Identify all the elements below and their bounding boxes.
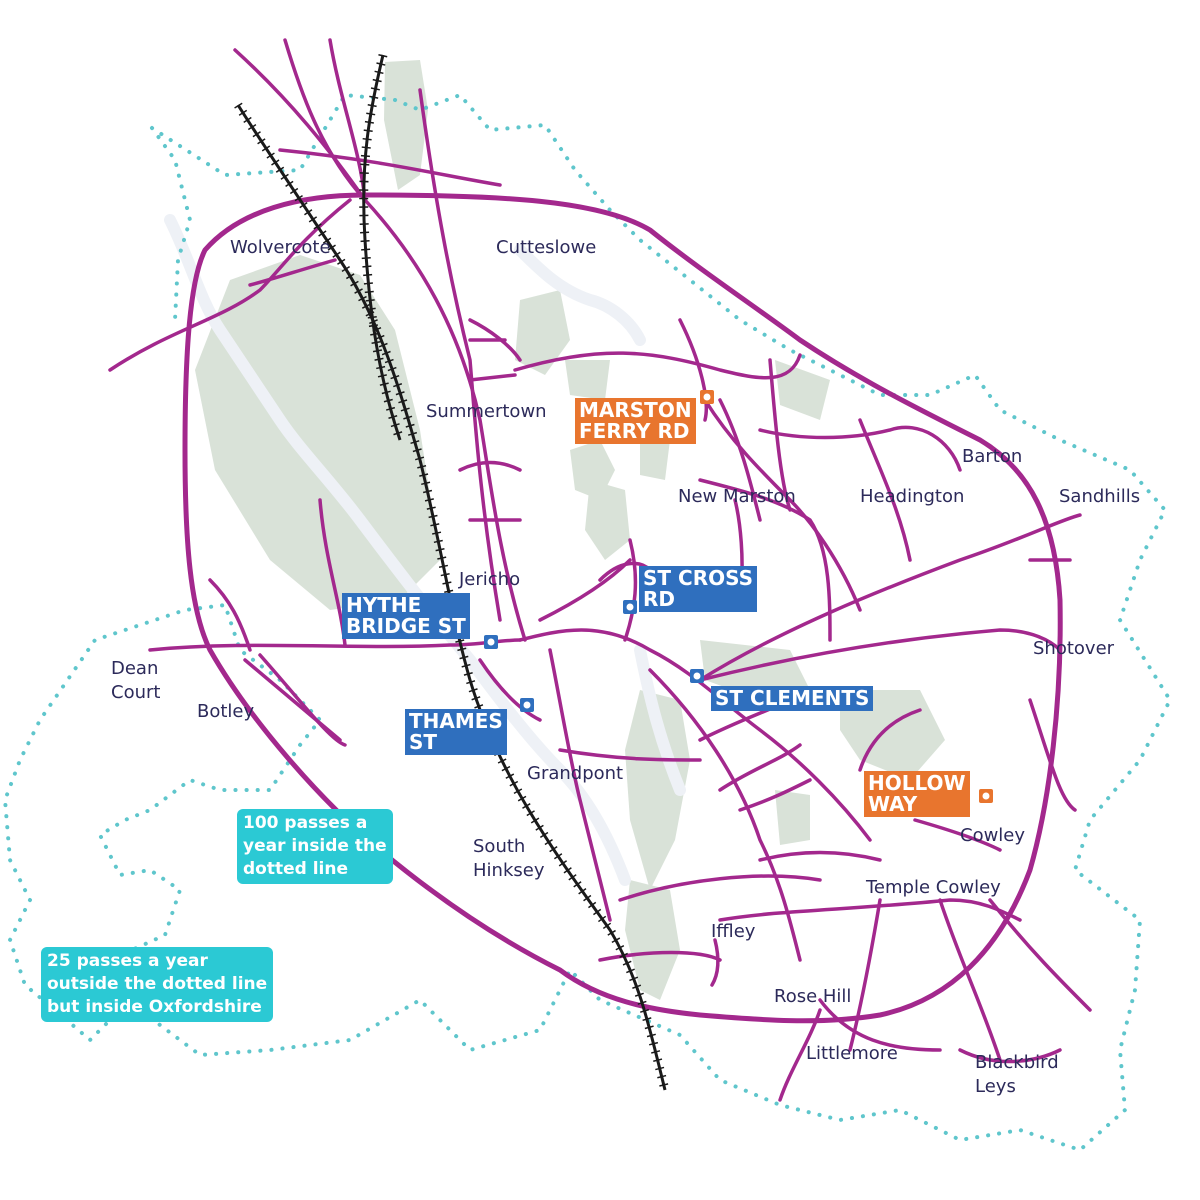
marker-marston-ferry-rd-dot — [703, 393, 711, 401]
green-space-6 — [585, 480, 630, 560]
filter-label-hythe-bridge-st: HYTHE BRIDGE ST — [342, 593, 470, 639]
place-label-headington: Headington — [860, 486, 965, 507]
road-19 — [518, 628, 872, 842]
road-39 — [938, 898, 1002, 1062]
road-33 — [718, 743, 802, 792]
place-label-rose-hill: Rose Hill — [774, 986, 852, 1007]
road-48 — [1028, 698, 1077, 812]
road-40 — [848, 898, 882, 1052]
road-38 — [718, 898, 1022, 922]
green-space-12 — [775, 790, 810, 845]
road-24 — [208, 578, 252, 652]
place-label-cowley: Cowley — [960, 825, 1026, 846]
green-spaces — [195, 60, 945, 1000]
road-35 — [758, 850, 882, 862]
ring-road — [182, 192, 1063, 1024]
road-45 — [598, 950, 722, 962]
rail-track-2 — [362, 54, 402, 441]
road-1 — [283, 38, 367, 202]
road-26 — [258, 653, 347, 747]
river-1 — [164, 214, 631, 886]
river-2 — [514, 244, 646, 346]
road-22 — [648, 668, 802, 962]
road-14 — [678, 318, 709, 422]
green-space-3 — [515, 290, 570, 375]
filter-label-thames-st: THAMES ST — [405, 709, 507, 755]
road-53 — [623, 538, 638, 642]
place-label-barton: Barton — [962, 446, 1023, 467]
road-13 — [718, 398, 762, 522]
roads — [108, 38, 1092, 1102]
place-label-temple-cowley: Temple Cowley — [866, 877, 1001, 898]
filter-label-hollow-way: HOLLOW WAY — [864, 771, 970, 817]
green-space-9 — [700, 640, 810, 700]
place-label-botley: Botley — [197, 701, 255, 722]
place-label-sandhills: Sandhills — [1059, 486, 1141, 507]
filter-label-marston-ferry-rd: MARSTON FERRY RD — [575, 398, 696, 444]
place-label-cutteslowe: Cutteslowe — [496, 237, 597, 258]
place-label-dean-court: Dean Court — [111, 658, 161, 703]
road-31 — [538, 558, 632, 622]
road-50 — [913, 818, 1002, 852]
green-space-11 — [625, 690, 690, 890]
road-16 — [758, 425, 962, 472]
road-46 — [710, 938, 720, 987]
marker-st-clements-dot — [693, 672, 701, 680]
road-44 — [988, 898, 1092, 1012]
road-9 — [468, 318, 522, 362]
road-7 — [108, 198, 352, 372]
marker-hythe-bridge-st-dot — [487, 638, 495, 646]
road-10 — [468, 338, 517, 382]
dotted-boundary-line — [2, 92, 1173, 1153]
place-label-summertown: Summertown — [426, 401, 547, 422]
filter-label-st-clements: ST CLEMENTS — [711, 686, 874, 711]
road-2 — [233, 48, 367, 202]
road-11 — [513, 351, 802, 380]
road-42 — [818, 998, 942, 1052]
green-space-8 — [775, 360, 830, 420]
filter-label-st-cross-rd: ST CROSS RD — [639, 566, 757, 612]
rivers — [164, 214, 686, 886]
filter-markers — [484, 390, 993, 803]
green-space-1 — [384, 60, 428, 190]
green-space-2 — [195, 255, 440, 610]
river-3 — [634, 644, 686, 796]
callout-outside-dotted-line: 25 passes a year outside the dotted line… — [41, 947, 274, 1022]
callout-inside-dotted-line: 100 passes a year inside the dotted line — [237, 809, 393, 884]
place-label-new-marston: New Marston — [678, 486, 796, 507]
road-34 — [738, 778, 812, 812]
place-label-south-hinksey: South Hinksey — [473, 836, 545, 881]
marker-st-cross-rd-dot — [626, 603, 634, 611]
road-36 — [558, 748, 702, 762]
marker-thames-st-dot — [523, 701, 531, 709]
road-21 — [698, 628, 1062, 682]
marker-hollow-way-dot — [982, 792, 990, 800]
road-5 — [363, 198, 527, 642]
road-17 — [858, 418, 912, 562]
road-18 — [698, 478, 832, 642]
green-space-7 — [640, 440, 670, 480]
road-4 — [278, 148, 502, 187]
road-12 — [703, 398, 862, 612]
road-51 — [458, 460, 522, 472]
green-space-4 — [565, 360, 610, 400]
road-28 — [478, 658, 542, 722]
place-label-shotover: Shotover — [1033, 638, 1115, 659]
place-label-wolvercote: Wolvercote — [230, 237, 331, 258]
place-label-grandpont: Grandpont — [527, 763, 624, 784]
road-29 — [548, 648, 612, 922]
place-label-blackbird-leys: Blackbird Leys — [975, 1052, 1059, 1097]
road-49 — [858, 708, 922, 772]
road-8 — [248, 258, 337, 287]
green-space-13 — [625, 880, 680, 1000]
road-37 — [618, 874, 822, 902]
road-43 — [958, 1048, 1062, 1064]
place-label-iffley: Iffley — [711, 921, 756, 942]
place-label-jericho: Jericho — [459, 569, 521, 590]
road-15 — [768, 358, 792, 512]
place-label-littlemore: Littlemore — [806, 1043, 898, 1064]
